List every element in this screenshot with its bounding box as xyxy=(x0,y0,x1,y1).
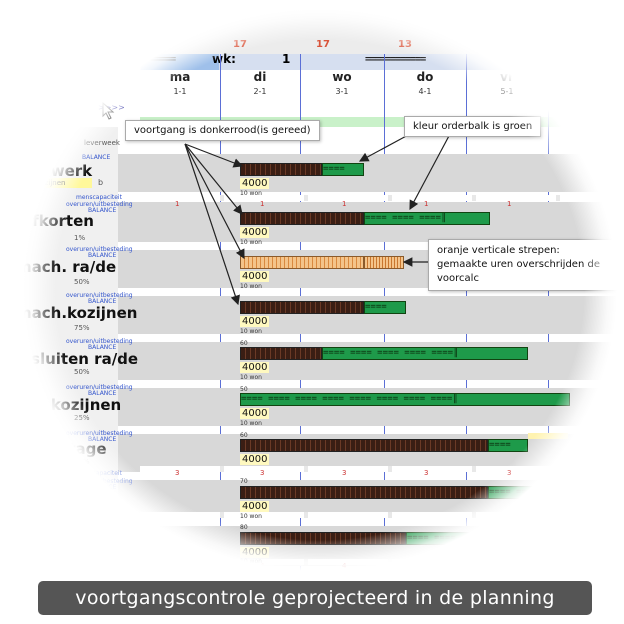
screenshot-viewport: ===== ============ 17 17 13 wk: 1 ma di … xyxy=(20,6,620,574)
callout-orange-line1: oranje verticale strepen: xyxy=(437,245,560,256)
callout-progress-dark: voortgang is donkerrood(is gereed) xyxy=(125,120,320,141)
callout-orange-overrun: oranje verticale strepen: gemaakte uren … xyxy=(428,239,620,291)
planning-grid: ===== ============ 17 17 13 wk: 1 ma di … xyxy=(20,6,620,574)
callout-order-green: kleur orderbalk is groen xyxy=(404,116,542,137)
callout-orange-line2: gemaakte uren overschrijden de voorcalc xyxy=(437,259,600,284)
caption-banner: voortgangscontrole geprojecteerd in de p… xyxy=(38,581,592,615)
